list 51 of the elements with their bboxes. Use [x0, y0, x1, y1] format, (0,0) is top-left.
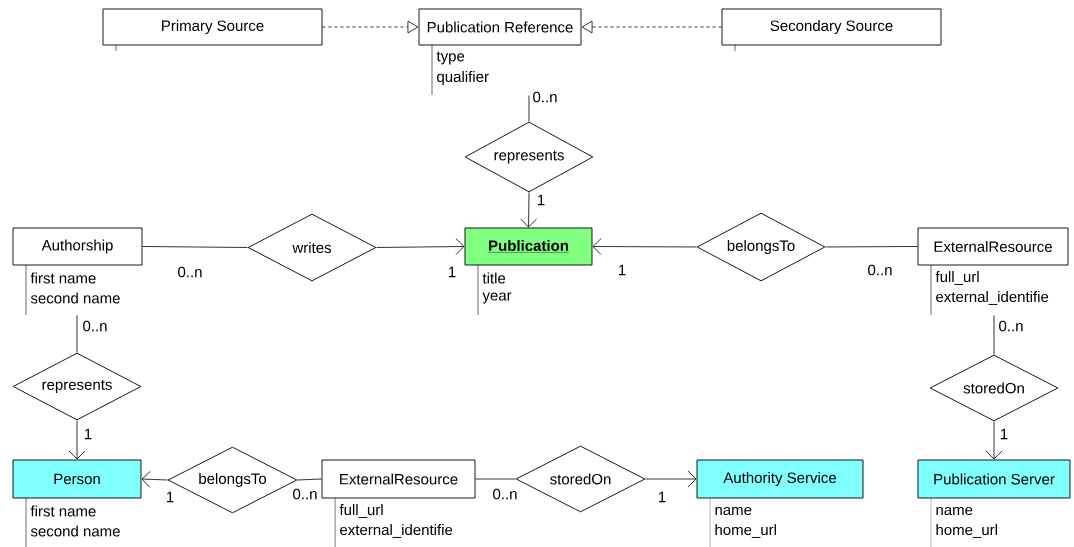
edge-label: 1	[998, 427, 1010, 441]
edge-label: 0..n	[997, 319, 1025, 333]
attribute-label: home_url	[715, 524, 776, 538]
edge-label: 1	[656, 490, 668, 504]
edge-label: 0..n	[81, 319, 109, 333]
attribute-label: second name	[30, 525, 120, 537]
attribute-label: full_url	[339, 504, 383, 518]
connector-line	[520, 192, 537, 228]
connector-line	[581, 20, 722, 34]
entity-box: Secondary Source	[721, 8, 942, 46]
attribute-label: year	[482, 292, 512, 304]
attribute-label: title	[482, 272, 506, 284]
connector-line	[68, 420, 86, 460]
edge-label: 1	[164, 490, 176, 504]
connector-line	[825, 246, 918, 248]
entity-box: Publication Server	[917, 459, 1071, 499]
attribute-label: external_identifie	[936, 291, 1049, 305]
attribute-label: first name	[30, 505, 96, 517]
attribute-label: second name	[30, 292, 120, 304]
edge-label: 0..n	[176, 265, 204, 279]
entity-box: Authorship	[12, 227, 143, 266]
edge-label: 1	[82, 427, 94, 441]
connector-line	[141, 470, 168, 488]
attribute-label: home_url	[936, 524, 997, 538]
connector-line	[985, 421, 1003, 460]
connector-line	[376, 238, 465, 255]
entity-box: Publication Reference	[418, 8, 582, 46]
connector-line	[297, 478, 322, 481]
connector-line	[322, 20, 419, 34]
attribute-label: external_identifie	[340, 524, 453, 538]
connector-line	[475, 478, 516, 480]
attribute-label: type	[436, 51, 465, 65]
attribute-label: full_url	[935, 271, 979, 285]
entity-box: ExternalResource	[917, 227, 1069, 266]
entity-box: Primary Source	[102, 8, 323, 46]
connector-line	[645, 470, 697, 488]
connector-line	[142, 246, 248, 248]
connector-line	[592, 238, 697, 255]
edge-label: 0..n	[866, 263, 894, 277]
entity-box: Person	[12, 459, 142, 499]
edge-label: 1	[535, 193, 547, 207]
attribute-label: name	[715, 506, 752, 516]
entity-box: Authority Service	[696, 459, 864, 499]
attribute-label: name	[936, 506, 973, 516]
entity-box: ExternalResource	[321, 459, 476, 499]
edge-label: 1	[446, 265, 458, 279]
edge-label: 1	[616, 263, 628, 277]
edge-label: 0..n	[531, 90, 559, 104]
entity-box: Publication	[464, 227, 593, 266]
attribute-label: first name	[30, 272, 96, 284]
attribute-label: qualifier	[437, 71, 489, 85]
